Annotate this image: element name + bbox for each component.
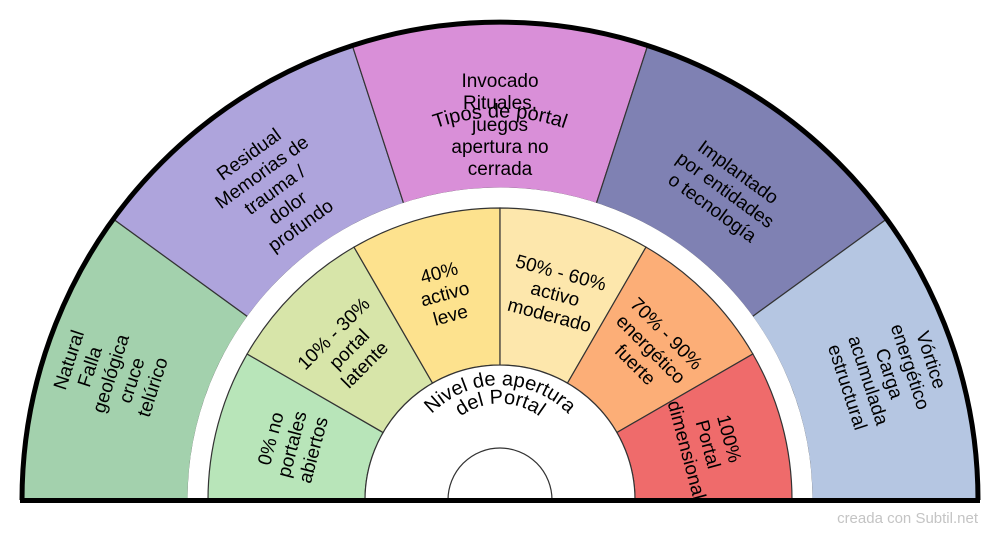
inner-ring <box>207 207 793 501</box>
footer-credit: creada con Subtil.net <box>837 510 978 527</box>
outer-rim <box>19 19 981 501</box>
baseline-bar <box>20 498 980 503</box>
outer-segment-label-3-line-1: Invocado <box>461 71 538 92</box>
outer-ring <box>19 19 981 501</box>
outer-segment-label-3-line-2: Rituales, <box>463 93 537 114</box>
outer-segment-label-3-line-5: cerrada <box>468 159 533 180</box>
center-disc <box>364 364 636 501</box>
outer-segment-label-3-line-3: juegos <box>471 115 528 136</box>
inner-segment-label-3: 40%activoleve <box>413 257 478 333</box>
center-disc-fill <box>364 364 636 501</box>
outer-segment-label-3-line-4: apertura no <box>451 137 548 158</box>
